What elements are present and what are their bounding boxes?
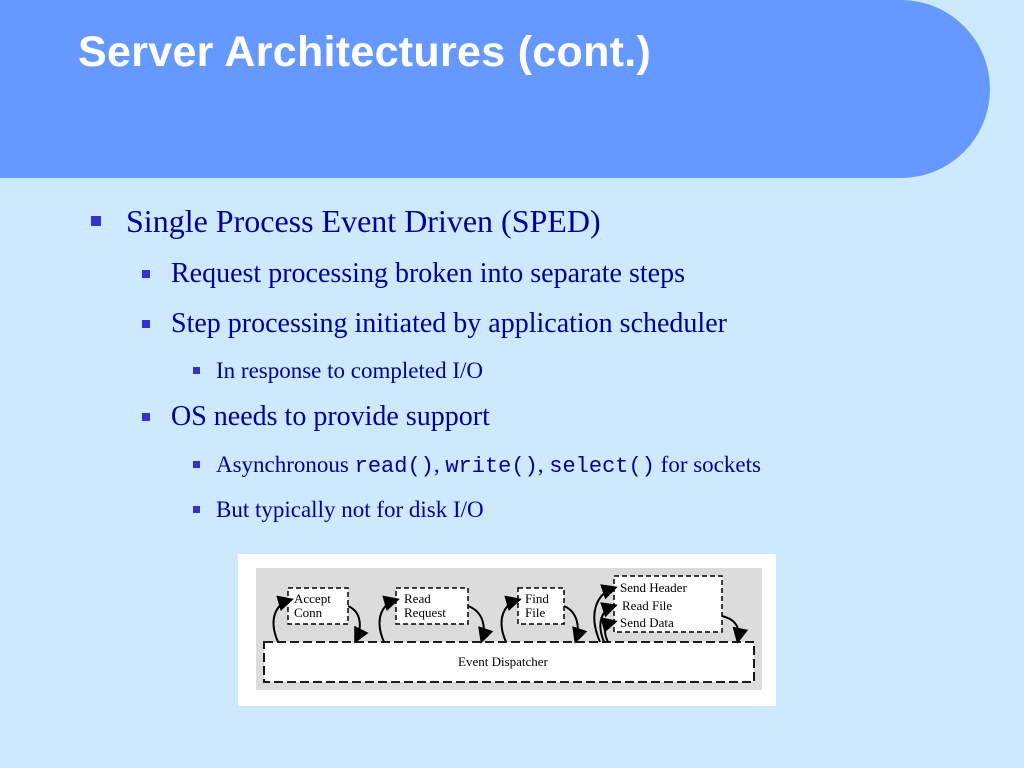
bullet-os-support: OS needs to provide support [142, 401, 490, 433]
arrow-to-find [500, 595, 522, 643]
diagram-canvas: Accept Conn Read Request Find File Send … [256, 568, 762, 690]
send-data-label: Send Data [620, 615, 674, 630]
arrow-from-accept [347, 605, 369, 644]
arrow-to-accept [272, 595, 294, 643]
find-label-1: Find [525, 591, 549, 606]
send-steps-box [613, 575, 723, 633]
code-read: read() [354, 454, 434, 479]
bullet-text: Request processing broken into separate … [171, 258, 685, 289]
read-label-1: Read [404, 591, 431, 606]
find-label-2: File [525, 605, 545, 620]
accept-label-2: Conn [294, 605, 323, 620]
bullet-completed-io: In response to completed I/O [193, 358, 483, 384]
square-bullet-icon [193, 461, 200, 468]
separator: , [433, 452, 446, 477]
separator: , [537, 452, 550, 477]
dispatcher-label: Event Dispatcher [458, 654, 549, 669]
read-label-2: Request [404, 605, 446, 620]
accept-label-1: Accept [294, 591, 331, 606]
bullet-broken-steps: Request processing broken into separate … [142, 258, 685, 290]
square-bullet-icon [91, 216, 101, 226]
bullet-text: Single Process Event Driven (SPED) [126, 203, 601, 239]
bullet-async-sockets: Asynchronous read(), write(), select() f… [193, 452, 761, 479]
bullet-text: But typically not for disk I/O [216, 497, 484, 522]
bullet-text: Asynchronous [216, 452, 355, 477]
square-bullet-icon [193, 367, 200, 374]
arrow-from-find [563, 605, 588, 644]
slide-title: Server Architectures (cont.) [78, 28, 652, 76]
square-bullet-icon [142, 270, 150, 278]
bullet-scheduler: Step processing initiated by application… [142, 308, 727, 340]
bullet-disk-io: But typically not for disk I/O [193, 497, 484, 523]
send-header-label: Send Header [620, 580, 687, 595]
arrow-to-read [378, 595, 400, 643]
arrow-from-read [467, 605, 494, 644]
bullet-text: for sockets [654, 452, 761, 477]
bullet-text: In response to completed I/O [216, 358, 483, 383]
read-file-label: Read File [622, 598, 672, 613]
accept-conn-box [287, 587, 349, 625]
square-bullet-icon [193, 506, 200, 513]
code-write: write() [445, 454, 538, 479]
sped-diagram: Accept Conn Read Request Find File Send … [238, 554, 776, 706]
bullet-text: Step processing initiated by application… [171, 308, 727, 339]
arrow-to-send-header [593, 584, 618, 643]
event-dispatcher-box [263, 641, 755, 683]
square-bullet-icon [142, 320, 150, 328]
bullet-sped: Single Process Event Driven (SPED) [91, 203, 601, 240]
code-select: select() [549, 454, 655, 479]
title-banner: Server Architectures (cont.) [0, 0, 990, 178]
bullet-text: OS needs to provide support [171, 401, 490, 432]
square-bullet-icon [142, 413, 150, 421]
arrow-to-send-data [600, 617, 618, 643]
arrow-from-send [721, 615, 749, 644]
